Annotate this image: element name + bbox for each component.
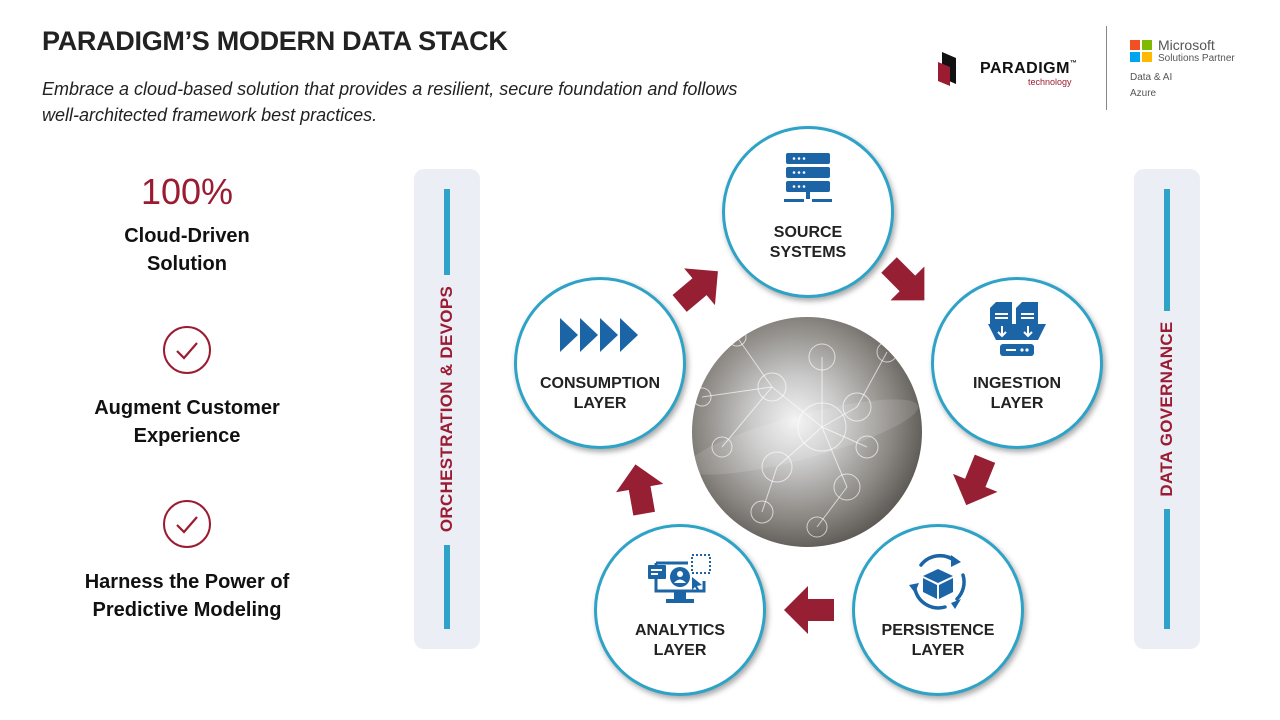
highlight-label-line: Augment Customer	[94, 397, 280, 419]
node-analytics-layer: ANALYTICS LAYER	[594, 524, 766, 696]
paradigm-logo-name: PARADIGM	[980, 60, 1070, 77]
microsoft-partner-label: Solutions Partner	[1158, 53, 1235, 64]
fast-forward-icon	[560, 318, 638, 352]
panel-accent-bar	[1164, 189, 1170, 311]
arrow-analytics-to-consumption-icon	[611, 460, 668, 518]
check-circle-icon	[163, 326, 211, 374]
node-label-line: INGESTION	[972, 375, 1061, 392]
highlight-label-line: Predictive Modeling	[92, 599, 282, 621]
page-title: PARADIGM’S MODERN DATA STACK	[42, 26, 508, 56]
node-ingestion-layer: INGESTION LAYER	[931, 277, 1103, 449]
arrow-persistence-to-analytics-icon	[784, 586, 834, 634]
highlights-column: 100% Cloud-Driven Solution Augment Custo…	[72, 170, 302, 624]
document-ingest-icon	[988, 302, 1046, 356]
paradigm-logo: PARADIGM™ technology	[936, 50, 1096, 90]
microsoft-line-2: Azure	[1130, 88, 1157, 99]
monitor-user-icon	[648, 554, 711, 603]
node-label-line: LAYER	[911, 642, 965, 659]
microsoft-name: Microsoft	[1158, 37, 1215, 53]
server-stack-icon	[784, 153, 832, 202]
microsoft-logo-icon	[1130, 40, 1152, 62]
node-label-line: ANALYTICS	[634, 622, 726, 639]
node-label-line: SYSTEMS	[769, 244, 847, 261]
data-governance-panel: DATA GOVERNANCE	[1134, 169, 1200, 649]
logo-divider	[1106, 26, 1107, 110]
orchestration-devops-panel: ORCHESTRATION & DEVOPS	[414, 169, 480, 649]
node-label-line: LAYER	[653, 642, 707, 659]
highlight-label-line: Solution	[147, 253, 227, 275]
microsoft-line-1: Data & AI	[1130, 72, 1173, 83]
highlight-cloud: 100% Cloud-Driven Solution	[72, 170, 302, 278]
node-persistence-layer: PERSISTENCE LAYER	[852, 524, 1024, 696]
stat-value: 100%	[140, 171, 234, 212]
node-consumption-layer: CONSUMPTION LAYER	[514, 277, 686, 449]
highlight-predictive-modeling: Harness the Power of Predictive Modeling	[72, 498, 302, 624]
paradigm-logo-mark-icon	[938, 52, 956, 86]
highlight-label-line: Harness the Power of	[84, 571, 290, 593]
node-source-systems: SOURCE SYSTEMS	[722, 126, 894, 298]
arrow-source-to-ingestion-icon	[872, 248, 942, 318]
network-overlay-icon	[692, 327, 919, 538]
paradigm-logo-tagline: technology	[1028, 77, 1072, 87]
paradigm-logo-tm: ™	[1069, 60, 1078, 67]
node-label-line: CONSUMPTION	[540, 375, 660, 392]
node-label-line: SOURCE	[773, 224, 843, 241]
highlight-customer-experience: Augment Customer Experience	[72, 324, 302, 450]
node-label-line: LAYER	[573, 395, 627, 412]
panel-accent-bar	[1164, 509, 1170, 629]
highlight-label-line: Experience	[133, 425, 241, 447]
highlight-label-line: Cloud-Driven	[124, 225, 250, 247]
arrow-consumption-to-source-icon	[664, 252, 734, 322]
box-cycle-icon	[909, 553, 966, 610]
check-circle-icon	[163, 500, 211, 548]
arrow-ingestion-to-persistence-icon	[944, 449, 1008, 515]
node-label-line: LAYER	[990, 395, 1044, 412]
panel-accent-bar	[444, 189, 450, 275]
node-label-line: PERSISTENCE	[881, 622, 995, 639]
page-subtitle: Embrace a cloud-based solution that prov…	[42, 79, 738, 125]
center-image	[692, 317, 922, 547]
panel-accent-bar	[444, 545, 450, 629]
